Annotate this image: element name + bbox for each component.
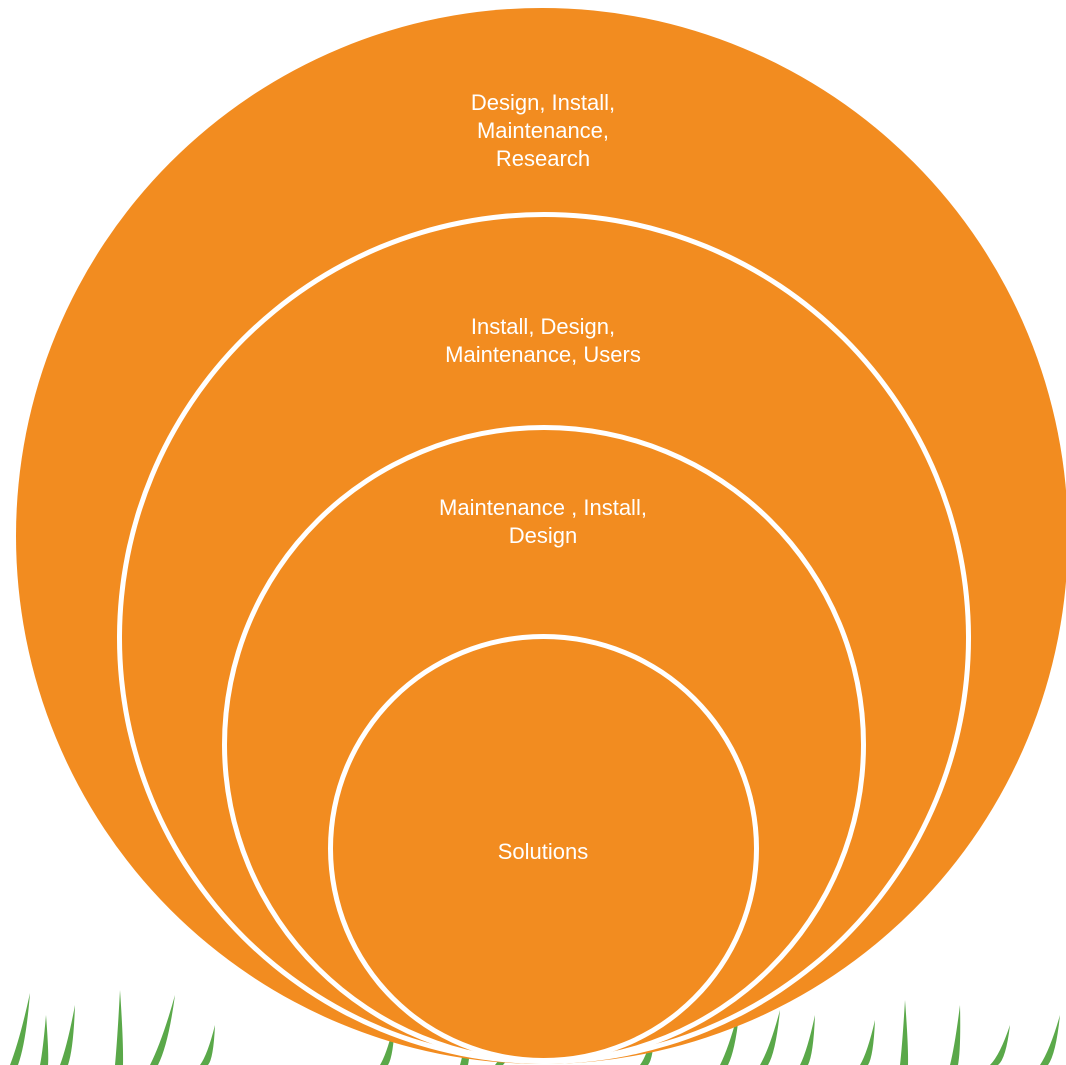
grass-blade [150, 995, 175, 1065]
third-ring-label: Maintenance , Install, Design [439, 495, 647, 548]
grass-blade [1040, 1015, 1060, 1065]
grass-blade [760, 1010, 780, 1065]
grass-blade [115, 990, 124, 1065]
grass-blade [800, 1015, 815, 1065]
grass-blade [60, 1005, 75, 1065]
grass-blade [10, 993, 30, 1065]
grass-blade [900, 1000, 909, 1065]
grass-blade [860, 1020, 875, 1065]
grass-blade [40, 1015, 49, 1065]
grass-blade [380, 1020, 395, 1065]
center-ring-label: Solutions [497, 839, 589, 864]
outer-ring-label: Design, Install, Maintenance, Research [470, 90, 616, 171]
center-ring [328, 634, 759, 1063]
grass-blade [950, 1005, 961, 1065]
grass-blade [990, 1025, 1010, 1065]
grass-blade [640, 1025, 655, 1065]
grass-blade [720, 1005, 740, 1065]
second-ring-label: Install, Design, Maintenance, Users [445, 314, 641, 367]
grass-blade [200, 1025, 215, 1065]
